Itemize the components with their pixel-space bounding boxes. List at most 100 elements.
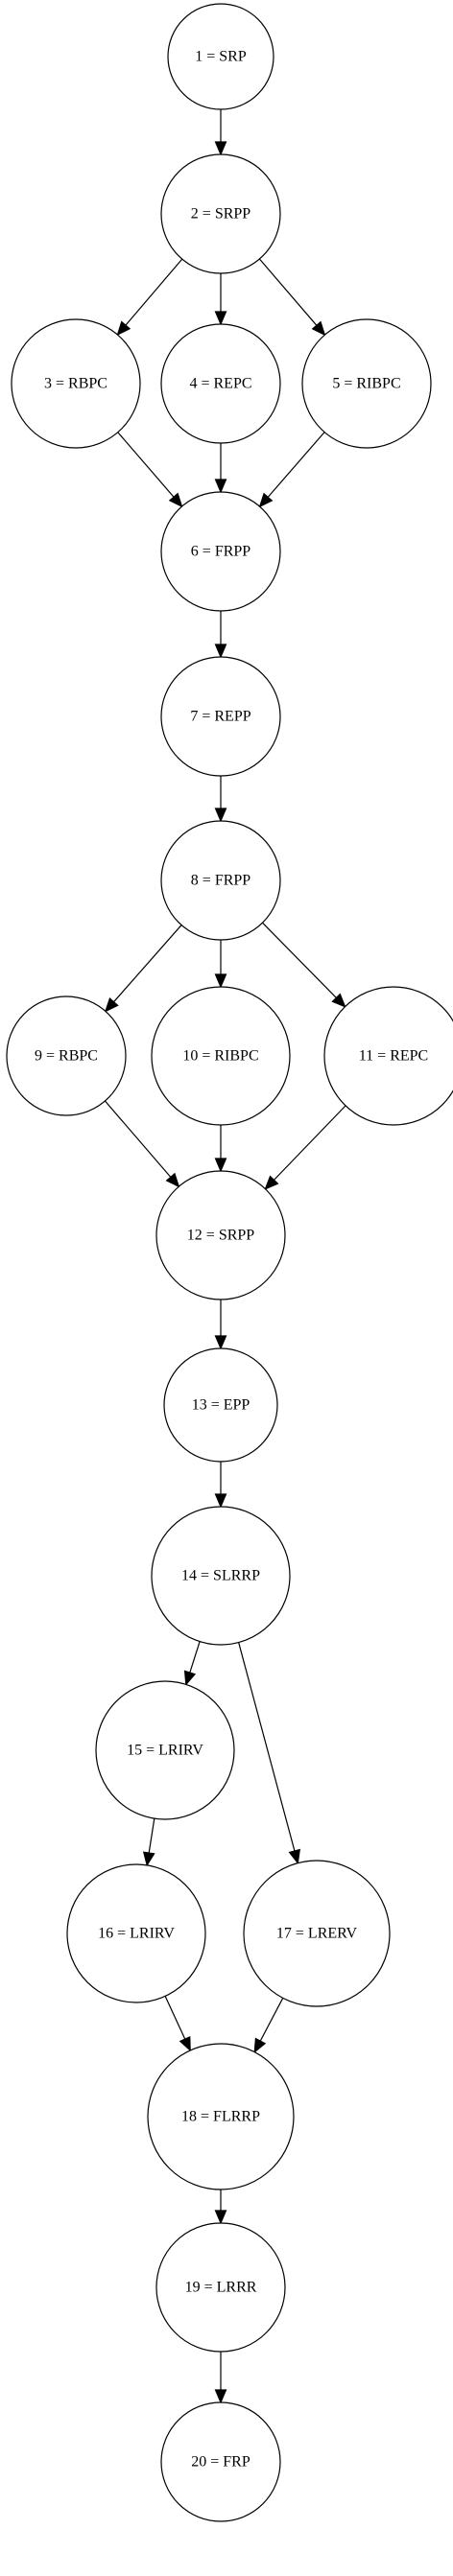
- edge-n10-n12: [214, 1125, 227, 1173]
- edge-n15-n16: [142, 1818, 155, 1867]
- node-circle: [160, 820, 281, 941]
- arrowhead-icon: [331, 993, 346, 1008]
- arrowhead-icon: [214, 479, 227, 494]
- edge-n16-n18: [164, 1996, 191, 2052]
- node-circle: [155, 2222, 286, 2353]
- arrowhead-icon: [253, 2037, 267, 2054]
- node-n13: 13 = EPP: [163, 1347, 278, 1463]
- node-n10: 10 = RIBPC: [151, 986, 291, 1126]
- node-n4: 4 = REPC: [160, 323, 281, 444]
- node-label: 9 = RBPC: [35, 1048, 98, 1065]
- arrowhead-icon: [183, 1670, 197, 1686]
- node-label: 7 = REPP: [190, 709, 250, 725]
- arrowhead-icon: [214, 2389, 227, 2404]
- node-n16: 16 = LRIRV: [66, 1863, 206, 2003]
- edge-n8-n9: [104, 925, 182, 1013]
- node-label: 1 = SRP: [195, 49, 247, 65]
- node-circle: [155, 1170, 286, 1300]
- node-n1: 1 = SRP: [167, 3, 274, 110]
- arrowhead-icon: [214, 311, 227, 326]
- edge-n4-n6: [214, 443, 227, 494]
- node-circle: [95, 1680, 235, 1820]
- arrowhead-icon: [142, 1851, 155, 1867]
- edge-n8-n10: [214, 940, 227, 989]
- node-label: 2 = SRPP: [191, 206, 250, 222]
- node-n20: 20 = FRP: [160, 2401, 281, 2522]
- edge-n13-n14: [214, 1462, 227, 1509]
- node-label: 13 = EPP: [192, 1397, 250, 1414]
- node-circle: [160, 2401, 281, 2522]
- arrowhead-icon: [214, 1158, 227, 1173]
- node-label: 15 = LRIRV: [127, 1743, 203, 1759]
- edge-line: [189, 1641, 201, 1674]
- node-n19: 19 = LRRR: [155, 2222, 286, 2353]
- edge-n14-n15: [183, 1641, 201, 1686]
- edge-line: [125, 258, 183, 326]
- arrowhead-icon: [214, 973, 227, 989]
- node-n15: 15 = LRIRV: [95, 1680, 235, 1820]
- node-label: 18 = FLRRP: [181, 2109, 260, 2125]
- node-circle: [160, 323, 281, 444]
- node-label: 19 = LRRR: [185, 2280, 257, 2296]
- edge-n18-n19: [214, 2190, 227, 2225]
- edge-line: [148, 1818, 155, 1854]
- edge-line: [104, 1100, 172, 1178]
- arrowhead-icon: [311, 320, 326, 337]
- arrowhead-icon: [214, 141, 227, 156]
- node-n3: 3 = RBPC: [11, 318, 141, 449]
- edge-n5-n6: [258, 432, 325, 508]
- node-label: 17 = LRERV: [276, 1926, 358, 1942]
- node-n5: 5 = RIBPC: [301, 318, 432, 449]
- node-label: 20 = FRP: [191, 2454, 250, 2471]
- arrowhead-icon: [214, 2210, 227, 2225]
- node-circle: [66, 1863, 206, 2003]
- edge-n8-n11: [262, 922, 346, 1008]
- node-label: 3 = RBPC: [44, 376, 107, 392]
- edge-line: [164, 1996, 186, 2040]
- arrowhead-icon: [168, 492, 183, 508]
- edge-line: [259, 1998, 284, 2042]
- edge-line: [267, 432, 325, 498]
- node-label: 14 = SLRRP: [181, 1568, 260, 1584]
- node-circle: [160, 491, 281, 612]
- node-label: 4 = REPC: [189, 376, 251, 392]
- node-circle: [160, 153, 281, 274]
- edge-line: [274, 1105, 346, 1181]
- arrowhead-icon: [214, 644, 227, 659]
- edge-line: [258, 258, 318, 326]
- node-n6: 6 = FRPP: [160, 491, 281, 612]
- node-circle: [243, 1860, 391, 2007]
- edge-n17-n18: [253, 1998, 284, 2054]
- arrowhead-icon: [288, 1848, 300, 1865]
- edge-n2-n3: [116, 258, 183, 337]
- edge-n14-n17: [238, 1642, 300, 1865]
- edge-line: [238, 1642, 296, 1852]
- edge-n6-n7: [214, 611, 227, 659]
- edge-n1-n2: [214, 109, 227, 156]
- nodes-layer: 1 = SRP 2 = SRPP 3 = RBPC 4 = REPC 5 = RIBPC…: [6, 3, 453, 2522]
- arrowhead-icon: [214, 808, 227, 823]
- node-label: 5 = RIBPC: [332, 376, 400, 392]
- edge-n19-n20: [214, 2352, 227, 2404]
- edge-n9-n12: [104, 1100, 180, 1188]
- node-circle: [151, 986, 291, 1126]
- node-circle: [151, 1506, 291, 1646]
- arrowhead-icon: [116, 320, 131, 337]
- edge-line: [113, 925, 182, 1003]
- node-n17: 17 = LRERV: [243, 1860, 391, 2007]
- node-n2: 2 = SRPP: [160, 153, 281, 274]
- node-circle: [163, 1347, 278, 1463]
- edge-n3-n6: [117, 432, 183, 508]
- node-circle: [6, 995, 127, 1116]
- node-label: 6 = FRPP: [191, 544, 250, 560]
- node-label: 11 = REPC: [359, 1048, 428, 1065]
- node-n11: 11 = REPC: [323, 986, 453, 1126]
- node-label: 12 = SRPP: [187, 1228, 254, 1244]
- arrowhead-icon: [214, 1335, 227, 1350]
- node-circle: [167, 3, 274, 110]
- node-n7: 7 = REPP: [160, 656, 281, 777]
- edge-n11-n12: [264, 1105, 346, 1190]
- node-circle: [301, 318, 432, 449]
- edge-n12-n13: [214, 1300, 227, 1350]
